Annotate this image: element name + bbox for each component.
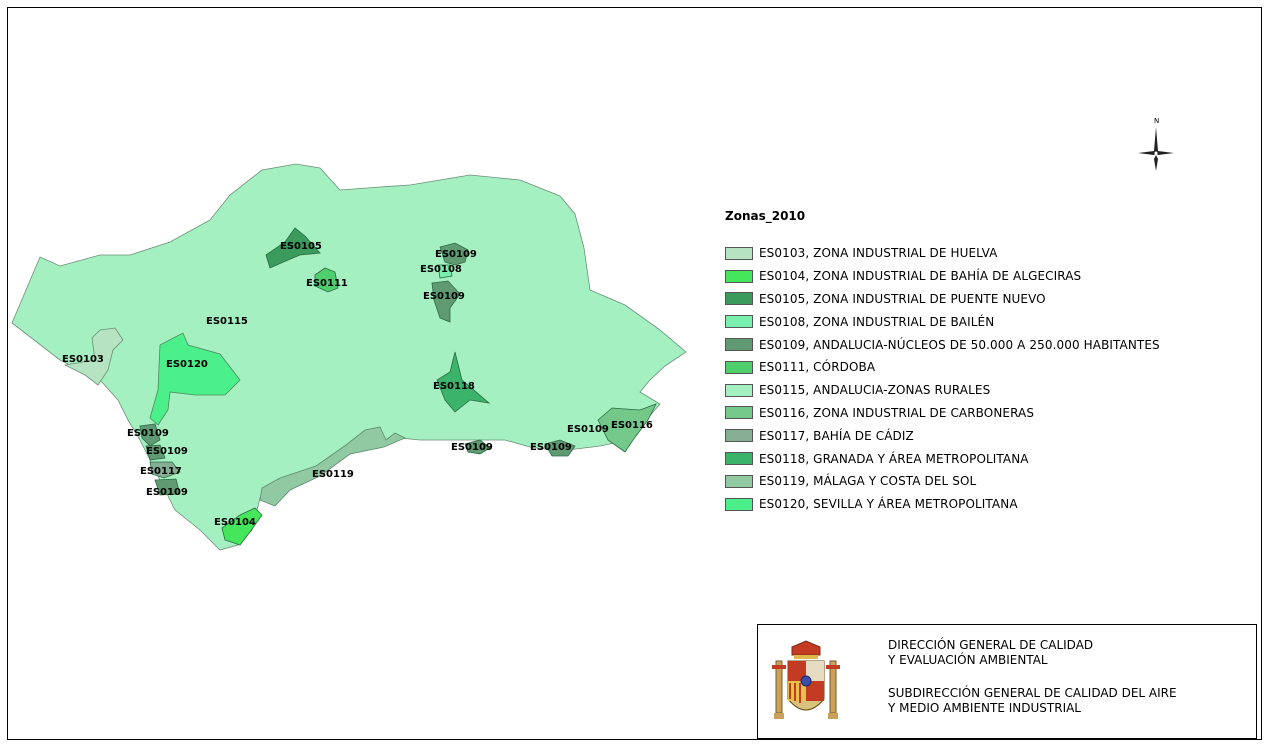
legend-item: ES0115, ANDALUCIA-ZONAS RURALES [725, 379, 1160, 402]
zone-es0103 [63, 327, 124, 386]
zone-es0109-linares [431, 280, 461, 323]
map-label-es0120: ES0120 [166, 359, 208, 370]
map-label-es0111: ES0111 [306, 278, 348, 289]
legend-label: ES0116, ZONA INDUSTRIAL DE CARBONERAS [759, 405, 1035, 420]
map-label-es0118: ES0118 [433, 381, 475, 392]
legend-swatch [725, 315, 753, 329]
zone-es0104 [221, 507, 263, 546]
map-label-es0109: ES0109 [567, 424, 609, 435]
legend-item: ES0108, ZONA INDUSTRIAL DE BAILÉN [725, 310, 1160, 333]
zone-es0116 [597, 403, 657, 453]
legend-swatch [725, 383, 753, 397]
map-label-es0116: ES0116 [611, 420, 653, 431]
legend-item: ES0104, ZONA INDUSTRIAL DE BAHÍA DE ALGE… [725, 265, 1160, 288]
legend-label: ES0117, BAHÍA DE CÁDIZ [759, 428, 914, 443]
zone-es0109-jerez [139, 423, 161, 447]
legend-swatch [725, 269, 753, 283]
agency-subdirectorate-line2: Y MEDIO AMBIENTE INDUSTRIAL [888, 701, 1081, 715]
legend-label: ES0115, ANDALUCIA-ZONAS RURALES [759, 383, 991, 398]
legend-swatch [725, 360, 753, 374]
zone-es0118 [436, 351, 491, 413]
map-label-es0109: ES0109 [127, 428, 169, 439]
map-label-es0109: ES0109 [530, 442, 572, 453]
legend-item: ES0111, CÓRDOBA [725, 356, 1160, 379]
zone-es0119 [259, 426, 406, 507]
legend-item: ES0116, ZONA INDUSTRIAL DE CARBONERAS [725, 402, 1160, 425]
zone-es0109-coast-b [145, 444, 166, 461]
legend-item: ES0105, ZONA INDUSTRIAL DE PUENTE NUEVO [725, 288, 1160, 311]
legend-item: ES0109, ANDALUCIA-NÚCLEOS DE 50.000 A 25… [725, 333, 1160, 356]
agency-info-box: DIRECCIÓN GENERAL DE CALIDAD Y EVALUACIÓ… [757, 624, 1257, 739]
legend-label: ES0103, ZONA INDUSTRIAL DE HUELVA [759, 246, 998, 261]
legend-label: ES0108, ZONA INDUSTRIAL DE BAILÉN [759, 314, 995, 329]
legend-item: ES0103, ZONA INDUSTRIAL DE HUELVA [725, 242, 1160, 265]
legend-swatch [725, 497, 753, 511]
north-label: N [1154, 117, 1159, 125]
zone-es0105 [265, 227, 321, 269]
zone-es0115 [11, 163, 687, 551]
zone-es0109-coast-c [154, 478, 181, 496]
agency-directorate-line2: Y EVALUACIÓN AMBIENTAL [888, 653, 1048, 667]
map-label-es0108: ES0108 [420, 264, 462, 275]
map-label-es0109: ES0109 [451, 442, 493, 453]
zone-es0109-jaen [439, 242, 469, 266]
compass-north-icon: N [1138, 117, 1174, 171]
legend-swatch [725, 338, 753, 352]
legend-label: ES0104, ZONA INDUSTRIAL DE BAHÍA DE ALGE… [759, 269, 1082, 284]
zone-es0117 [149, 461, 181, 479]
agency-subdirectorate-line1: SUBDIRECCIÓN GENERAL DE CALIDAD DEL AIRE [888, 686, 1177, 700]
legend-label: ES0119, MÁLAGA Y COSTA DEL SOL [759, 474, 977, 489]
legend-swatch [725, 429, 753, 443]
legend-item: ES0120, SEVILLA Y ÁREA METROPOLITANA [725, 493, 1160, 516]
map-label-es0119: ES0119 [312, 469, 354, 480]
map-label-es0103: ES0103 [62, 354, 104, 365]
agency-directorate-line1: DIRECCIÓN GENERAL DE CALIDAD [888, 638, 1094, 652]
legend-title: Zonas_2010 [725, 209, 806, 223]
legend-label: ES0105, ZONA INDUSTRIAL DE PUENTE NUEVO [759, 291, 1046, 306]
map-label-es0109: ES0109 [435, 249, 477, 260]
map-label-es0104: ES0104 [214, 517, 256, 528]
map-label-es0109: ES0109 [146, 446, 188, 457]
legend-swatch [725, 474, 753, 488]
legend-label: ES0111, CÓRDOBA [759, 360, 876, 375]
map-label-es0115: ES0115 [206, 316, 248, 327]
coat-of-arms-icon [772, 640, 840, 719]
legend-item: ES0119, MÁLAGA Y COSTA DEL SOL [725, 470, 1160, 493]
zone-es0120 [149, 332, 241, 426]
legend-label: ES0109, ANDALUCIA-NÚCLEOS DE 50.000 A 25… [759, 337, 1160, 352]
legend-swatch [725, 406, 753, 420]
legend-item: ES0117, BAHÍA DE CÁDIZ [725, 424, 1160, 447]
zone-es0109-almeria [544, 439, 576, 457]
legend-item: ES0118, GRANADA Y ÁREA METROPOLITANA [725, 447, 1160, 470]
legend-label: ES0120, SEVILLA Y ÁREA METROPOLITANA [759, 497, 1018, 512]
zone-es0111 [314, 267, 339, 293]
map-label-es0105: ES0105 [280, 241, 322, 252]
map-legend: Zonas_2010 ES0103, ZONA INDUSTRIAL DE HU… [725, 209, 1160, 516]
legend-swatch [725, 246, 753, 260]
zone-es0108 [437, 264, 453, 279]
map-label-es0109: ES0109 [423, 291, 465, 302]
zone-es0109-motril [464, 439, 491, 455]
legend-swatch [725, 452, 753, 466]
map-label-es0109: ES0109 [146, 487, 188, 498]
legend-swatch [725, 292, 753, 306]
map-label-es0117: ES0117 [140, 466, 182, 477]
legend-label: ES0118, GRANADA Y ÁREA METROPOLITANA [759, 451, 1029, 466]
